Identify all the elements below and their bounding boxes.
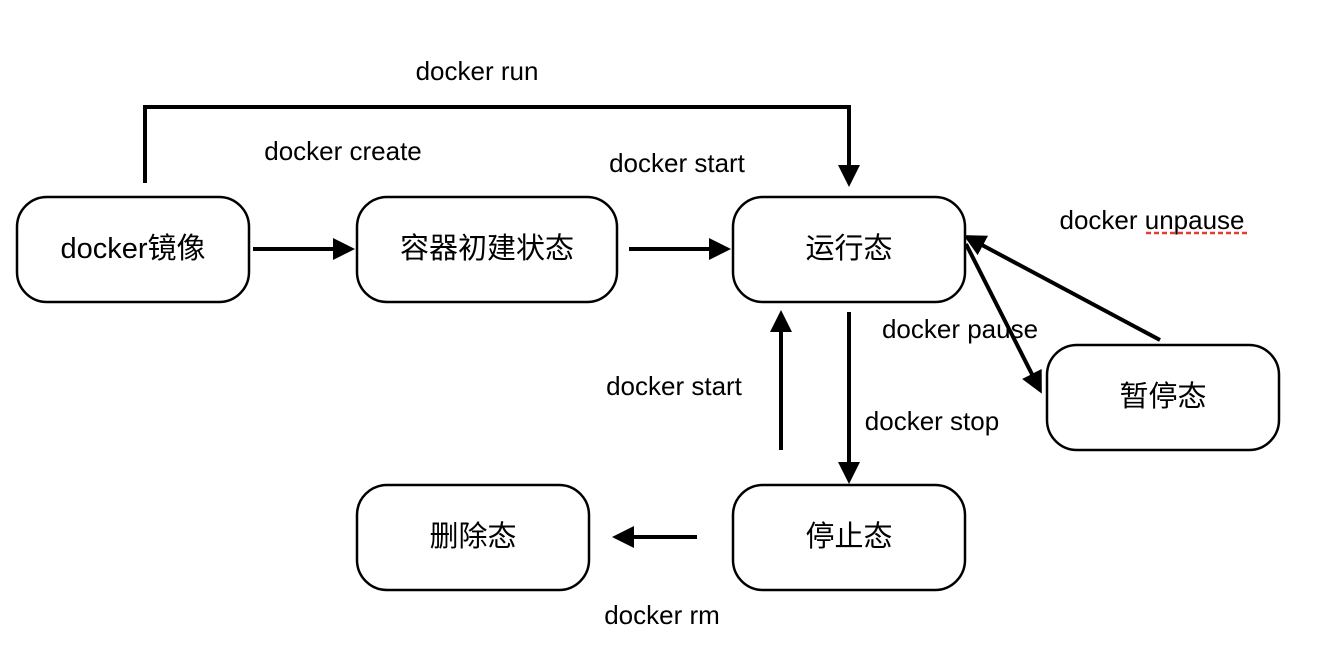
- node-box: [15, 195, 251, 304]
- node-box: [731, 195, 967, 304]
- edge-docker-unpause-arrow: [963, 235, 1161, 342]
- node-label: 容器初建状态: [400, 232, 574, 265]
- node-label: 删除态: [429, 520, 516, 553]
- node-stopped-state: 停止态: [731, 483, 967, 592]
- node-paused-state: 暂停态: [1045, 343, 1281, 452]
- node-label: docker镜像: [60, 232, 205, 265]
- node-docker-image: docker镜像: [15, 195, 251, 304]
- node-box: [355, 195, 619, 304]
- edge-labels: docker run docker create docker start do…: [264, 56, 1250, 630]
- node-label: 暂停态: [1119, 380, 1206, 413]
- node-created-state: 容器初建状态: [355, 195, 619, 304]
- edge-label-docker-run: docker run: [416, 56, 539, 86]
- edge-docker-run-arrow: [143, 105, 860, 187]
- node-deleted-state: 删除态: [355, 483, 591, 592]
- edge-label-docker-create: docker create: [264, 136, 422, 166]
- node-box: [355, 483, 591, 592]
- node-box: [1045, 343, 1281, 452]
- node-running-state: 运行态: [731, 195, 967, 304]
- edge-label-docker-rm: docker rm: [604, 600, 720, 630]
- edge-label-docker-start: docker start: [609, 148, 746, 178]
- edge-label-docker-stop: docker stop: [865, 406, 999, 436]
- nodes: docker镜像 容器初建状态 运行态 暂停态 停止态 删除态: [15, 195, 1281, 592]
- edge-label-docker-start-from-stopped: docker start: [606, 371, 743, 401]
- edge-label-docker-pause: docker pause: [882, 314, 1038, 344]
- node-label: 停止态: [805, 520, 892, 553]
- node-label: 运行态: [805, 232, 892, 265]
- edge-docker-pause-arrow: [964, 243, 1042, 394]
- edges: [143, 105, 1161, 548]
- node-box: [731, 483, 967, 592]
- edge-label-docker-unpause: docker unpause: [1059, 205, 1244, 235]
